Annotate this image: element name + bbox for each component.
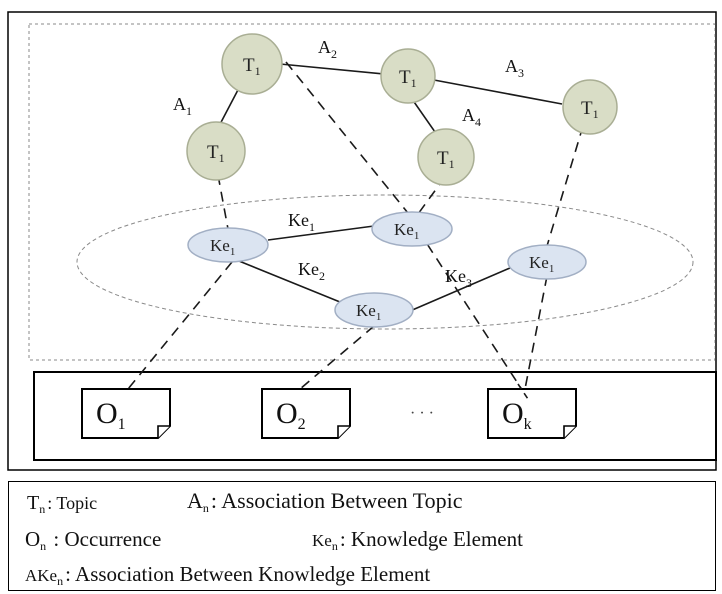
svg-text:T1: T1 — [243, 55, 261, 78]
knowledge-node-mid: Ke1 — [371, 211, 453, 247]
edge-a3 — [433, 79, 563, 105]
assoc-label-a3: A3 — [505, 56, 524, 80]
edge-ke1 — [267, 225, 375, 241]
svg-text:T1: T1 — [437, 148, 455, 171]
assoc-label-ke2: Ke2 — [298, 259, 325, 283]
assoc-label-a1: A1 — [173, 94, 192, 118]
edge-ke3 — [409, 267, 511, 312]
svg-text:T1: T1 — [207, 142, 225, 165]
svg-text:Ke1: Ke1 — [394, 220, 419, 242]
legend-knowledge-element: Ken: Knowledge Element — [312, 527, 523, 553]
topic-node-left: T1 — [186, 121, 246, 181]
topic-node-mid-low: T1 — [417, 128, 475, 186]
topic-region — [28, 23, 716, 361]
assoc-label-ke1: Ke1 — [288, 210, 315, 234]
knowledge-region — [76, 194, 694, 330]
occurrence-doc-k: Ok — [487, 388, 577, 439]
svg-text:Ke1: Ke1 — [356, 301, 381, 323]
edge-ke2 — [233, 258, 341, 303]
legend-occurrence: On : Occurrence — [25, 527, 162, 553]
link-t-left-ke-left — [217, 174, 229, 230]
knowledge-node-left: Ke1 — [187, 227, 269, 263]
diagram-frame — [7, 11, 717, 471]
legend-association-knowledge: AKen: Association Between Knowledge Elem… — [25, 562, 431, 588]
occurrence-doc-2: O2 — [261, 388, 351, 439]
edge-a2 — [279, 63, 385, 75]
legend: Tn: Topic An: Association Between Topic … — [8, 481, 716, 591]
link-t-right-ke-right — [546, 125, 584, 247]
topic-node-top: T1 — [221, 33, 283, 95]
dashed-links — [127, 61, 584, 400]
svg-text:Ke1: Ke1 — [210, 236, 235, 258]
link-ke-left-o1 — [127, 261, 233, 390]
occurrence-ellipsis: · · · — [410, 405, 434, 422]
svg-text:T1: T1 — [399, 67, 417, 90]
topic-map-diagram: A1 A2 A3 A4 Ke1 Ke2 Ke3 T1 T1 T1 T1 T1 K… — [7, 11, 717, 471]
topic-node-mid: T1 — [380, 48, 436, 104]
assoc-label-a4: A4 — [462, 105, 481, 129]
link-overlap-ok — [517, 383, 531, 403]
knowledge-node-bottom: Ke1 — [334, 292, 414, 328]
knowledge-association-lines — [233, 225, 511, 312]
svg-text:T1: T1 — [581, 98, 599, 121]
svg-text:O2: O2 — [276, 397, 306, 433]
assoc-label-ke3: Ke3 — [445, 266, 472, 290]
knowledge-node-right: Ke1 — [507, 244, 587, 280]
occurrence-doc-1: O1 — [81, 388, 171, 439]
assoc-label-a2: A2 — [318, 37, 337, 61]
svg-text:O1: O1 — [96, 397, 126, 433]
topic-node-right: T1 — [562, 79, 618, 135]
svg-text:Ok: Ok — [502, 397, 532, 433]
link-ke-right-ok — [524, 275, 548, 390]
svg-text:Ke1: Ke1 — [529, 253, 554, 275]
legend-association-topic: An: Association Between Topic — [187, 488, 463, 515]
legend-topic: Tn: Topic — [27, 492, 98, 516]
